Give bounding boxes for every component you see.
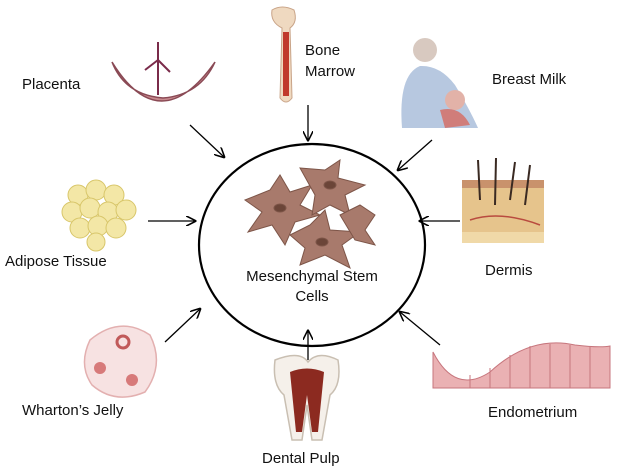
- placenta-image: [111, 42, 216, 102]
- bone-marrow-image: [271, 6, 296, 103]
- label-adipose: Adipose Tissue: [5, 253, 107, 270]
- dermis-image: [462, 157, 544, 243]
- breast-milk-image: [401, 38, 478, 128]
- label-endometrium: Endometrium: [488, 404, 578, 421]
- dental-pulp-image: [273, 354, 340, 441]
- label-bone: Bone: [305, 42, 341, 59]
- center-label-line1: Mesenchymal Stem: [246, 268, 378, 285]
- arrow-breast-milk: [398, 139, 433, 170]
- arrow-wharton: [164, 309, 200, 343]
- endometrium-image: [432, 342, 611, 389]
- label-dental: Dental Pulp: [262, 450, 340, 467]
- adipose-tissue-image: [61, 179, 137, 252]
- arrows: [148, 105, 460, 360]
- arrow-endometrium: [400, 312, 441, 346]
- label-wharton: Wharton’s Jelly: [22, 402, 124, 419]
- arrow-placenta: [189, 124, 224, 157]
- label-breast-milk: Breast Milk: [492, 71, 567, 88]
- label-marrow: Marrow: [305, 63, 356, 80]
- label-dermis: Dermis: [485, 262, 533, 279]
- whartons-jelly-image: [83, 325, 158, 398]
- stem-cells-image: [243, 158, 377, 270]
- label-placenta: Placenta: [22, 76, 81, 93]
- center-label-line2: Cells: [295, 288, 329, 305]
